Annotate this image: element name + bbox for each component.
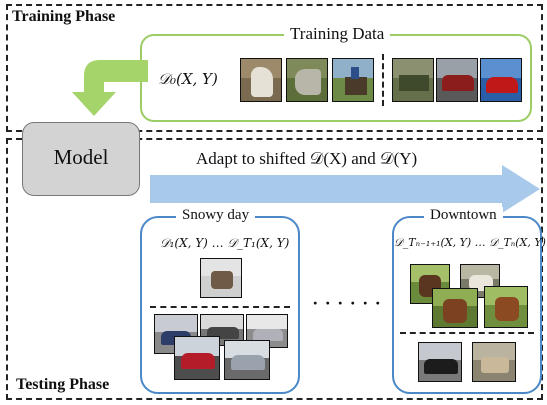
testing-phase-box: [6, 138, 543, 400]
green-arrow-icon: [72, 60, 148, 116]
truck-image: [392, 58, 434, 102]
deer-image: [200, 258, 242, 298]
horse-image: [240, 58, 282, 102]
horse-image: [286, 58, 328, 102]
car-image: [418, 342, 462, 382]
training-dataset-label: 𝒟₀(X, Y): [158, 70, 218, 88]
snowy-day-panel: [140, 216, 300, 394]
car-image: [174, 336, 220, 380]
car-image: [224, 340, 270, 380]
truck-image: [472, 342, 516, 382]
horse-image: [332, 58, 374, 102]
training-data-title: Training Data: [284, 24, 391, 44]
blue-arrow-icon: [150, 165, 540, 213]
domain-ellipsis: · · · · · ·: [312, 293, 382, 313]
model-box: [22, 122, 140, 196]
training-phase-box: [6, 4, 543, 132]
model-label: Model: [53, 145, 109, 169]
training-divider: [382, 54, 384, 106]
downtown-title: Downtown: [424, 207, 503, 224]
car-image: [436, 58, 478, 102]
snowy-day-divider: [150, 306, 290, 308]
car-image: [480, 58, 522, 102]
downtown-dataset-label: 𝒟_Tₙ₋₁₊₁(X, Y) … 𝒟_Tₙ(X, Y): [394, 236, 546, 249]
snowy-day-title: Snowy day: [176, 207, 256, 224]
horse-image: [432, 288, 478, 328]
adapt-label: Adapt to shifted 𝒟(X) and 𝒟(Y): [196, 149, 418, 168]
horse-image: [484, 286, 528, 328]
downtown-divider: [400, 332, 534, 334]
training-phase-label: Training Phase: [12, 8, 116, 26]
testing-phase-label: Testing Phase: [16, 376, 110, 394]
snowy-day-dataset-label: 𝒟₁(X, Y) … 𝒟_T₁(X, Y): [160, 236, 290, 250]
